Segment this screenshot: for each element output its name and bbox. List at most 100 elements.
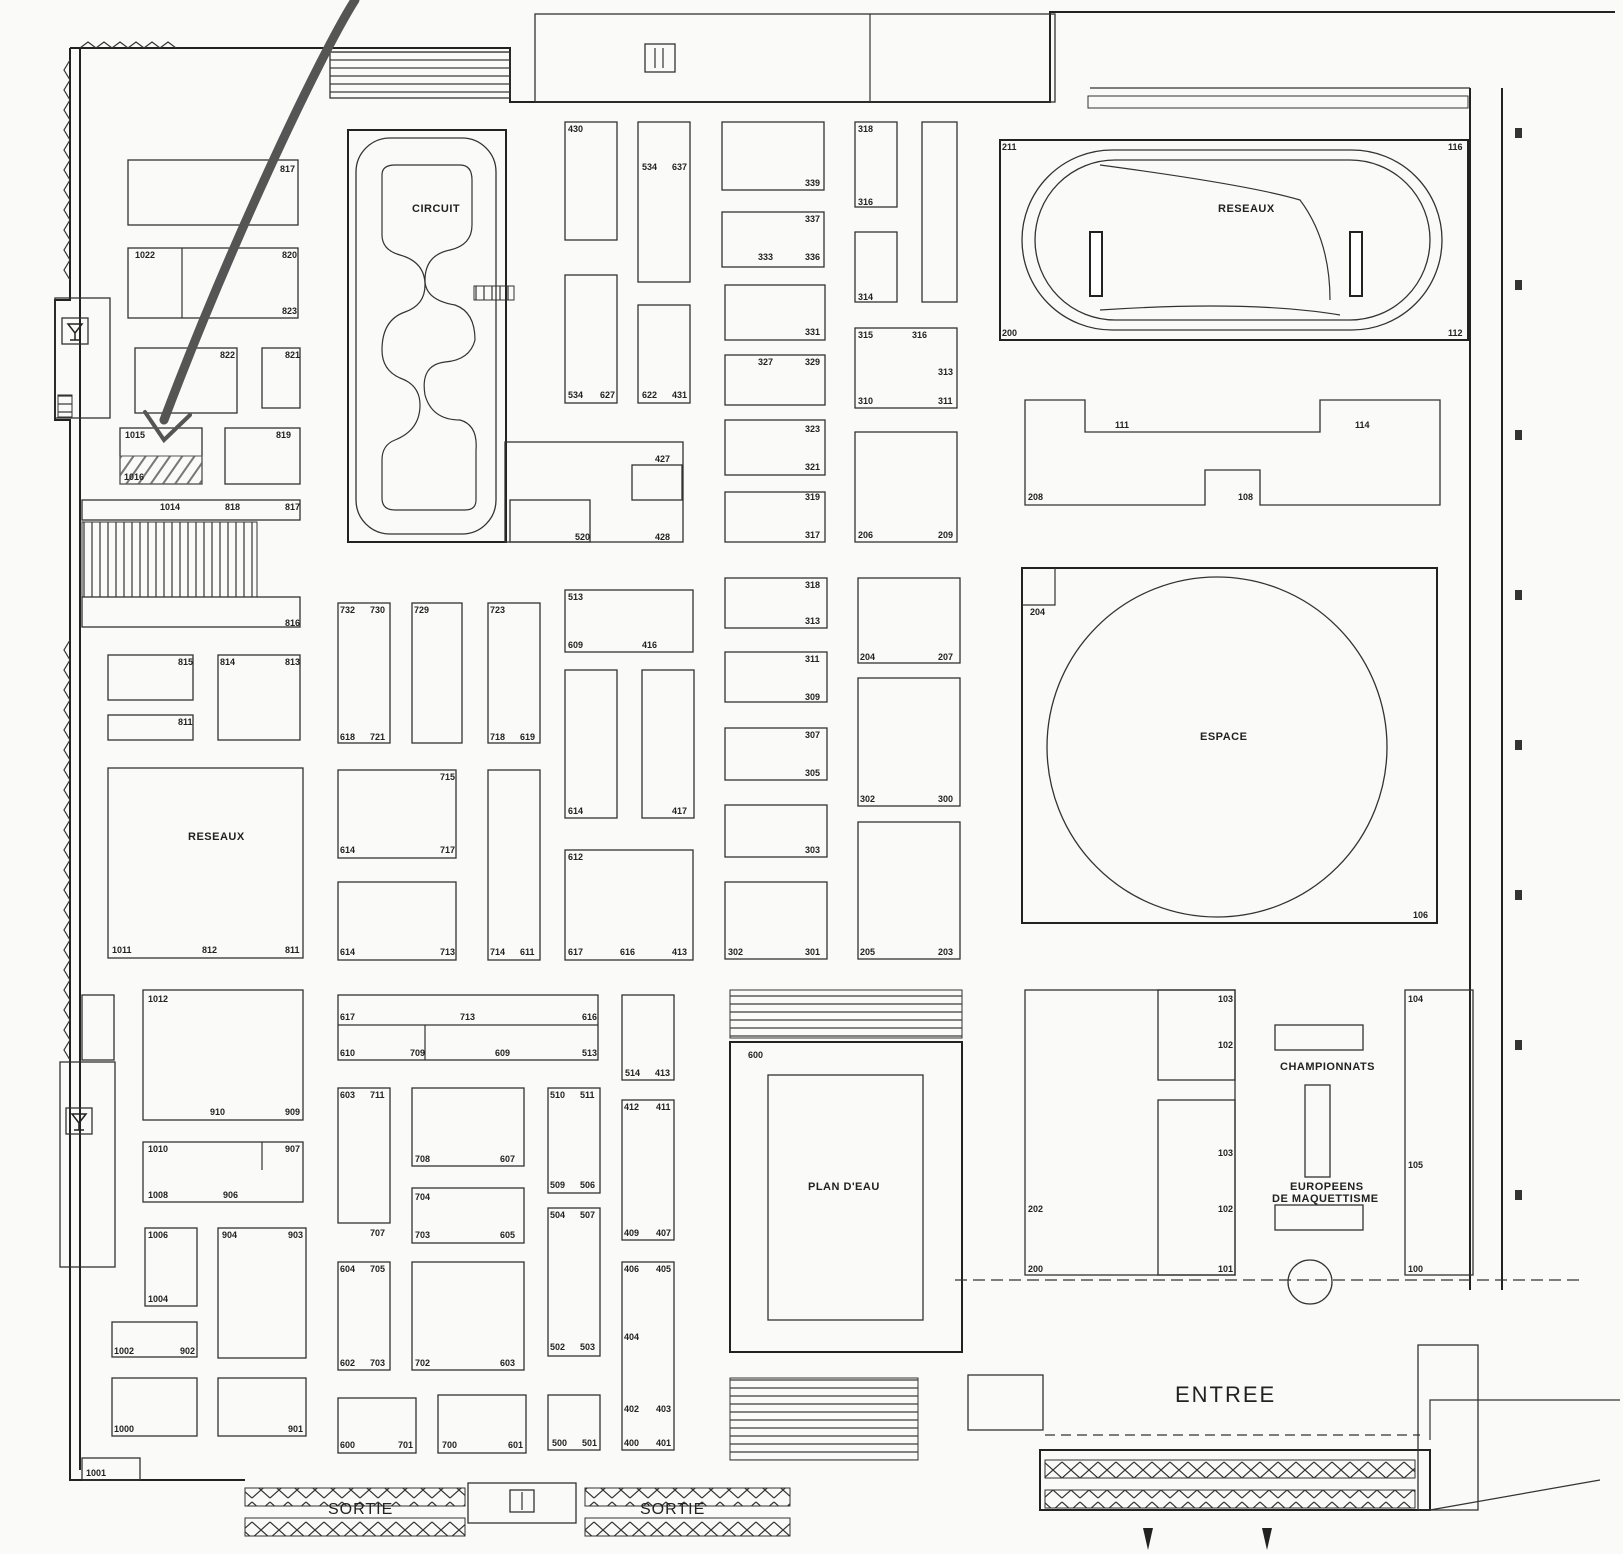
stand-label: 316 bbox=[912, 330, 927, 340]
stand-label: 314 bbox=[858, 292, 873, 302]
stand-label: 729 bbox=[414, 605, 429, 615]
stand-label: 203 bbox=[938, 947, 953, 957]
stand-label: 337 bbox=[805, 214, 820, 224]
stand-label: 318 bbox=[805, 580, 820, 590]
fence-top bbox=[79, 41, 177, 49]
stand-label: 339 bbox=[805, 178, 820, 188]
stand-label: 413 bbox=[655, 1068, 670, 1078]
stand-label: 430 bbox=[568, 124, 583, 134]
stand-label: 513 bbox=[568, 592, 583, 602]
stand-block bbox=[504, 441, 684, 543]
stand-label: 818 bbox=[225, 502, 240, 512]
stand-label: 711 bbox=[370, 1090, 385, 1100]
reseaux-left-label: RESEAUX bbox=[188, 831, 245, 843]
stand-label: 1004 bbox=[148, 1294, 168, 1304]
stand-label: 307 bbox=[805, 730, 820, 740]
stand-label: 305 bbox=[805, 768, 820, 778]
circuit-label: CIRCUIT bbox=[412, 203, 460, 215]
stand-label: 1010 bbox=[148, 1144, 168, 1154]
stand-label: 315 bbox=[858, 330, 873, 340]
stand-label: 431 bbox=[672, 390, 687, 400]
stand-label: 707 bbox=[370, 1228, 385, 1238]
stand-label: 108 bbox=[1238, 492, 1253, 502]
stand-label: 310 bbox=[858, 396, 873, 406]
stand-label: 614 bbox=[340, 947, 355, 957]
stand-label: 617 bbox=[340, 1012, 355, 1022]
stand-label: 815 bbox=[178, 657, 193, 667]
stand-label: 509 bbox=[550, 1180, 565, 1190]
stand-label: 1000 bbox=[114, 1424, 134, 1434]
toilets-icon bbox=[467, 1482, 577, 1524]
stand-label: 513 bbox=[582, 1048, 597, 1058]
reseaux-top-hall bbox=[999, 139, 1469, 341]
stand-label: 105 bbox=[1408, 1160, 1423, 1170]
stand-label: 416 bbox=[642, 640, 657, 650]
stand-label: 211 bbox=[1002, 142, 1017, 152]
stand-label: 1015 bbox=[125, 430, 145, 440]
stand-label: 822 bbox=[220, 350, 235, 360]
sortie-left-label[interactable]: SORTIE bbox=[328, 1501, 393, 1518]
stand-label: 701 bbox=[398, 1440, 413, 1450]
stand-label: 317 bbox=[805, 530, 820, 540]
stand-label: 718 bbox=[490, 732, 505, 742]
entree-label[interactable]: ENTREE bbox=[1175, 1382, 1276, 1407]
stand-label: 402 bbox=[624, 1404, 639, 1414]
reseaux-top-label: RESEAUX bbox=[1218, 203, 1275, 215]
espace-label: ESPACE bbox=[1200, 731, 1247, 743]
stand-label: 114 bbox=[1355, 420, 1370, 430]
top-right-stand-row bbox=[1087, 95, 1469, 109]
left-lower-stands bbox=[81, 989, 307, 1481]
stand-label: 204 bbox=[860, 652, 875, 662]
stand-label: 329 bbox=[805, 357, 820, 367]
stand-label: 1022 bbox=[135, 250, 155, 260]
stand-label: 400 bbox=[624, 1438, 639, 1448]
stand-label: 403 bbox=[656, 1404, 671, 1414]
plan-eau-hall bbox=[729, 989, 963, 1461]
circuit-track bbox=[347, 129, 515, 543]
stand-label: 603 bbox=[340, 1090, 355, 1100]
stand-label: 302 bbox=[728, 947, 743, 957]
stand-label: 820 bbox=[282, 250, 297, 260]
top-hall bbox=[534, 13, 1056, 103]
stand-label: 819 bbox=[276, 430, 291, 440]
stand-label: 1012 bbox=[148, 994, 168, 1004]
stand-label: 813 bbox=[285, 657, 300, 667]
grandstand bbox=[81, 521, 258, 598]
stand-label: 704 bbox=[415, 1192, 430, 1202]
stand-label: 902 bbox=[180, 1346, 195, 1356]
stand-label: 702 bbox=[415, 1358, 430, 1368]
stand-label: 637 bbox=[672, 162, 687, 172]
stand-label: 301 bbox=[805, 947, 820, 957]
stand-label: 111 bbox=[1115, 420, 1129, 430]
stand-label: 409 bbox=[624, 1228, 639, 1238]
stand-label: 610 bbox=[340, 1048, 355, 1058]
left-middle-stands bbox=[107, 654, 304, 959]
stand-label: 204 bbox=[1030, 607, 1045, 617]
fence-left bbox=[63, 59, 71, 1061]
stand-label: 814 bbox=[220, 657, 235, 667]
stand-label: 101 bbox=[1218, 1264, 1233, 1274]
sortie-right-label[interactable]: SORTIE bbox=[640, 1501, 705, 1518]
stand-label: 412 bbox=[624, 1102, 639, 1112]
building-outline bbox=[54, 11, 1620, 1511]
bar-cocktail-icon bbox=[54, 297, 111, 419]
stand-label: 318 bbox=[858, 124, 873, 134]
stand-label: 906 bbox=[223, 1190, 238, 1200]
highlighted-stand bbox=[119, 455, 203, 485]
stand-label: 816 bbox=[285, 618, 300, 628]
stand-label: 811 bbox=[178, 717, 193, 727]
stand-label: 534 bbox=[642, 162, 657, 172]
stand-label: 503 bbox=[580, 1342, 595, 1352]
stand-label: 100 bbox=[1408, 1264, 1423, 1274]
stand-label: 506 bbox=[580, 1180, 595, 1190]
stand-label: 316 bbox=[858, 197, 873, 207]
stand-label: 327 bbox=[758, 357, 773, 367]
stand-label: 817 bbox=[280, 164, 295, 174]
stand-label: 611 bbox=[520, 947, 535, 957]
stand-label: 200 bbox=[1002, 328, 1017, 338]
stand-label: 504 bbox=[550, 1210, 565, 1220]
stand-label: 817 bbox=[285, 502, 300, 512]
championnats-area bbox=[1024, 989, 1474, 1305]
bar-cocktail-icon bbox=[59, 1061, 116, 1268]
stand-label: 609 bbox=[495, 1048, 510, 1058]
